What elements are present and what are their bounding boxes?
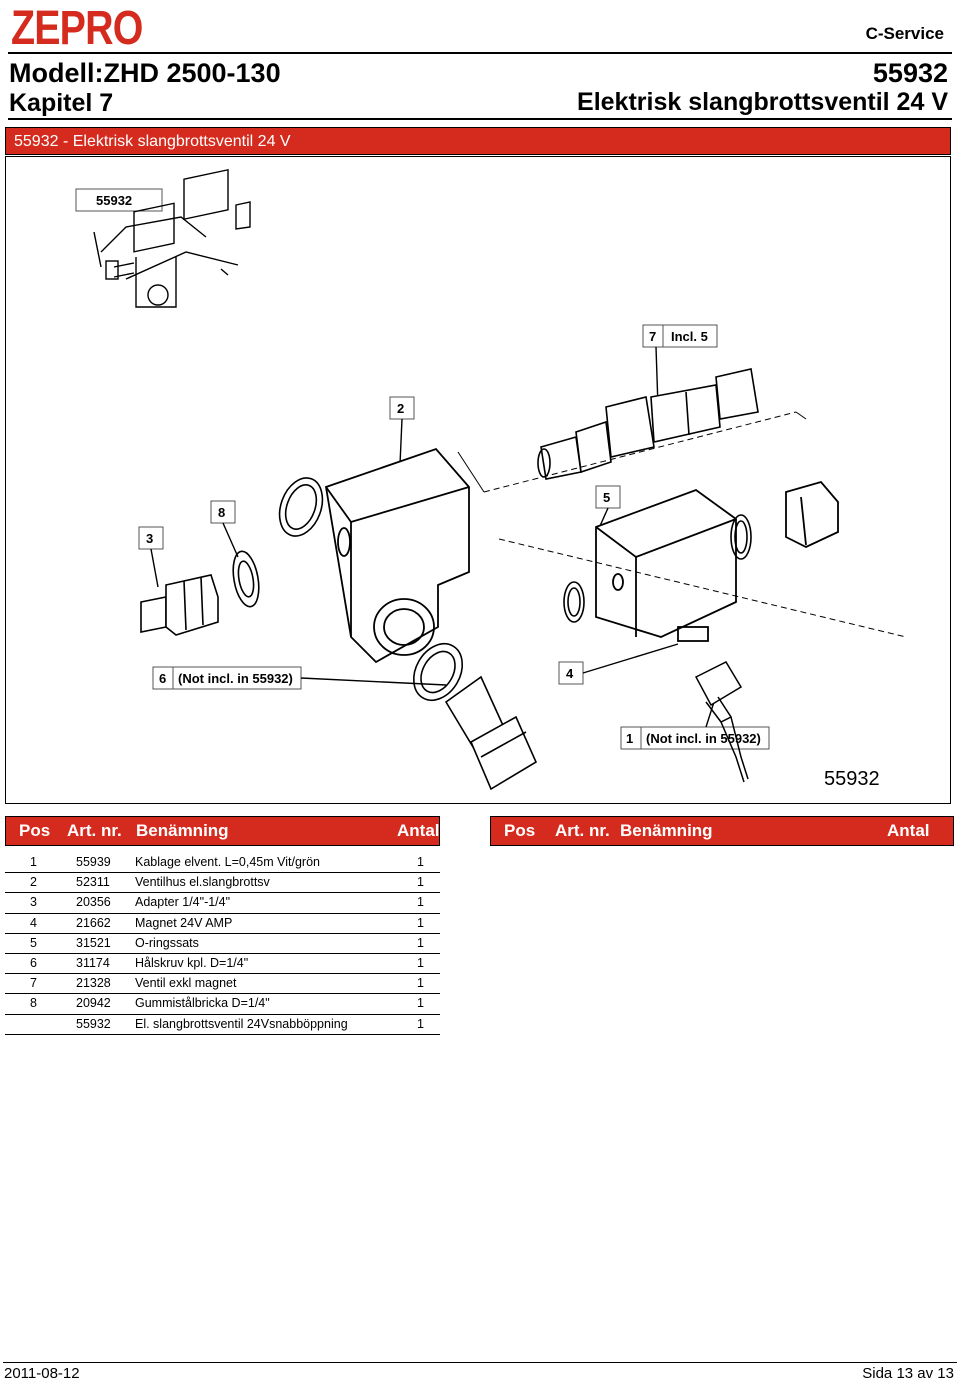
model-title: Modell:ZHD 2500-130 bbox=[9, 58, 281, 88]
footer-rule bbox=[3, 1362, 957, 1363]
footer-date: 2011-08-12 bbox=[4, 1365, 80, 1382]
callout-3: 3 bbox=[138, 526, 164, 588]
svg-text:Incl. 5: Incl. 5 bbox=[671, 329, 708, 344]
cable-connector-part bbox=[694, 661, 749, 783]
header-pos: Pos bbox=[19, 821, 51, 840]
header-rule bbox=[8, 52, 952, 54]
washer-part bbox=[232, 550, 260, 608]
svg-text:3: 3 bbox=[146, 531, 153, 546]
overview-assembly-sketch bbox=[93, 168, 251, 308]
header-art-nr-right: Art. nr. bbox=[555, 821, 610, 840]
magnet-part bbox=[595, 488, 737, 642]
table-header-right: Pos Art. nr. Benämning Antal bbox=[490, 816, 954, 846]
drawing-number: 55932 bbox=[824, 768, 880, 790]
svg-text:7: 7 bbox=[649, 329, 656, 344]
svg-text:8: 8 bbox=[218, 505, 225, 520]
overview-label: 55932 bbox=[75, 188, 163, 212]
article-number: 55932 bbox=[872, 58, 948, 88]
article-title: Elektrisk slangbrottsventil 24 V bbox=[577, 88, 948, 116]
valve-cartridge-part bbox=[537, 368, 759, 480]
header-qty-right: Antal bbox=[887, 821, 930, 840]
header-art-nr: Art. nr. bbox=[67, 821, 122, 840]
section-label: C-Service bbox=[865, 24, 944, 43]
svg-text:(Not incl. in 55932): (Not incl. in 55932) bbox=[178, 671, 293, 686]
callout-8: 8 bbox=[210, 500, 239, 558]
hollow-screw-part bbox=[412, 642, 538, 791]
adapter-part bbox=[140, 574, 219, 636]
header-name-right: Benämning bbox=[620, 821, 713, 840]
chapter-title: Kapitel 7 bbox=[9, 89, 114, 117]
header-qty: Antal bbox=[397, 821, 440, 840]
svg-text:4: 4 bbox=[566, 666, 574, 681]
exploded-drawing: 55932 7 Incl. 5 2 bbox=[5, 156, 951, 804]
footer-page-number: Sida 13 av 13 bbox=[862, 1365, 954, 1382]
svg-text:6: 6 bbox=[159, 671, 166, 686]
callout-6: 6 (Not incl. in 55932) bbox=[152, 666, 447, 690]
callout-2: 2 bbox=[389, 396, 415, 488]
header-name: Benämning bbox=[136, 821, 229, 840]
nut-part bbox=[785, 480, 839, 548]
o-ring-part bbox=[278, 477, 324, 537]
zepro-logo: ZEPRO bbox=[11, 2, 143, 55]
svg-text:5: 5 bbox=[603, 490, 610, 505]
svg-text:1: 1 bbox=[626, 731, 633, 746]
header-pos-right: Pos bbox=[504, 821, 536, 840]
svg-text:2: 2 bbox=[397, 401, 404, 416]
svg-text:55932: 55932 bbox=[96, 193, 132, 208]
table-header-left: Pos Art. nr. Benämning Antal bbox=[5, 816, 440, 846]
valve-housing-part bbox=[324, 447, 470, 664]
magnet-o-rings bbox=[563, 514, 752, 623]
svg-text:(Not incl. in 55932): (Not incl. in 55932) bbox=[646, 731, 761, 746]
section-title-bar: 55932 - Elektrisk slangbrottsventil 24 V bbox=[5, 127, 951, 155]
callout-4: 4 bbox=[558, 643, 679, 685]
header-rule-lower bbox=[8, 118, 952, 120]
callout-1: 1 (Not incl. in 55932) bbox=[620, 701, 770, 750]
